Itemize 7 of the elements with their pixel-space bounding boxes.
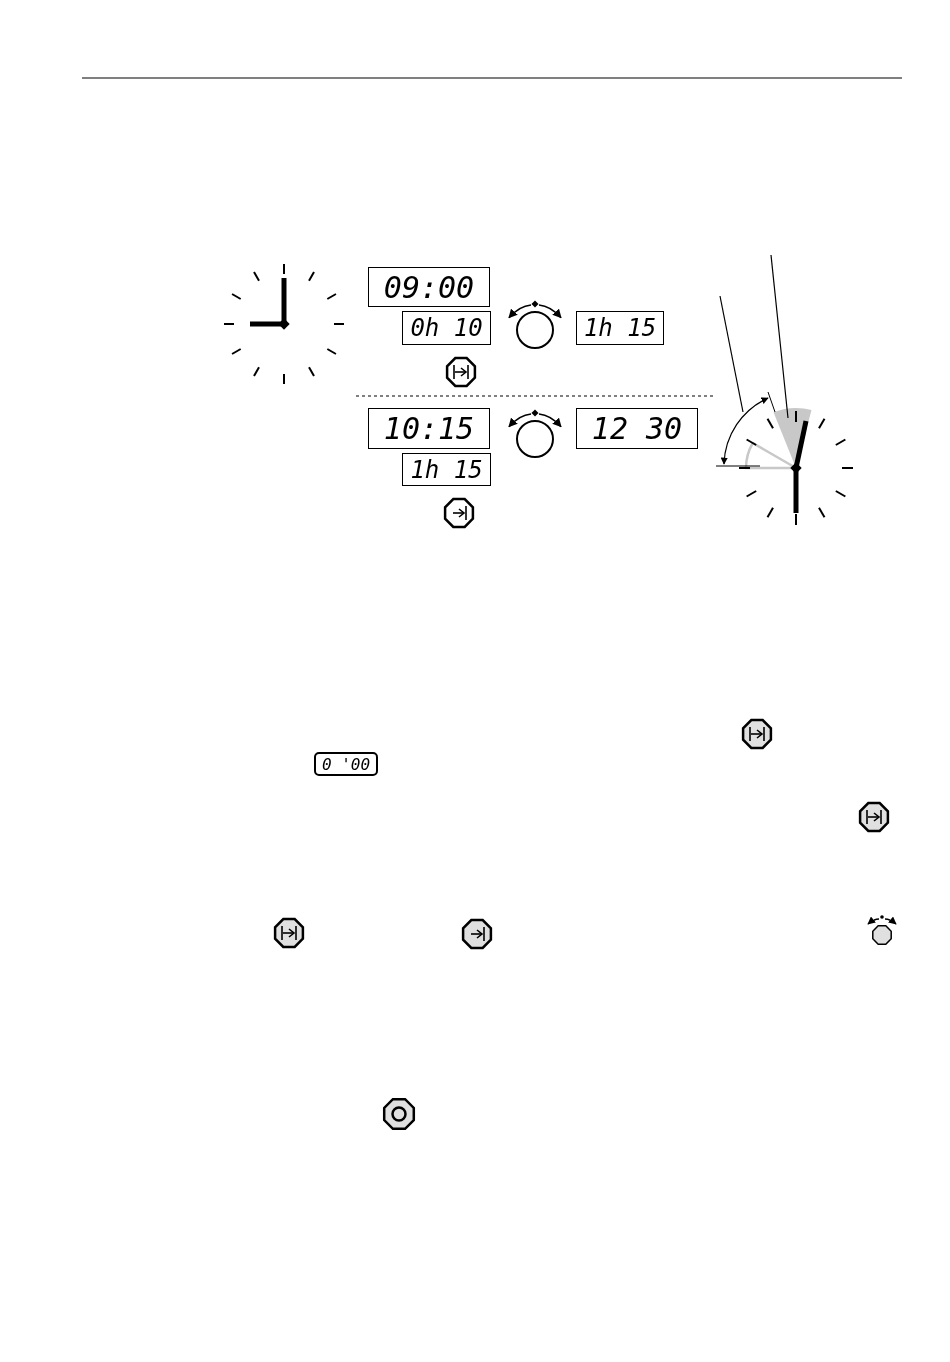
display-readout: 09:00 bbox=[368, 267, 490, 307]
display-readout: 1h 15 bbox=[576, 311, 664, 345]
display-readout: 12 30 bbox=[576, 408, 698, 449]
display-readout: 0h 10 bbox=[402, 311, 491, 345]
display-readout: 1h 15 bbox=[402, 453, 491, 486]
display-readout: 0 '00 bbox=[314, 752, 378, 776]
display-readout: 10:15 bbox=[368, 408, 490, 449]
